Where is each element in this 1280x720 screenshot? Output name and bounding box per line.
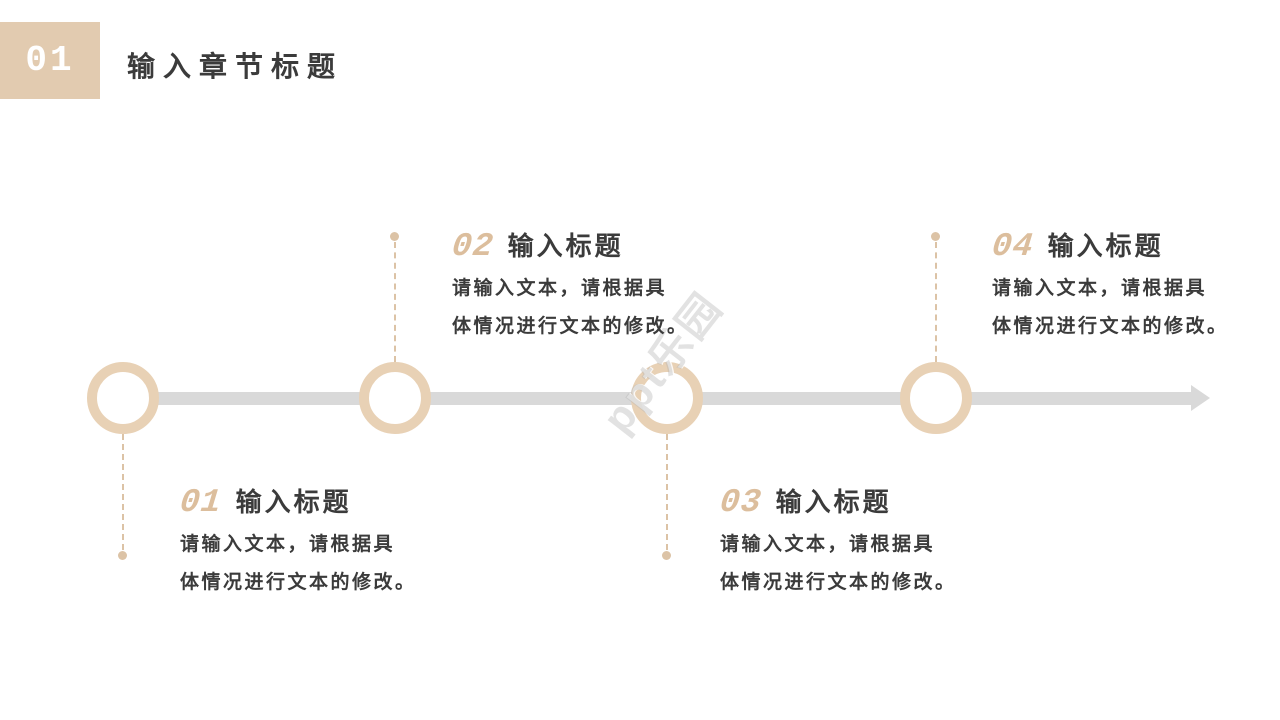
connector-dot-1 [118, 551, 127, 560]
connector-dashed-line-1 [122, 434, 124, 550]
item-body-line: 体情况进行文本的修改。 [452, 316, 689, 337]
item-body-line: 体情况进行文本的修改。 [180, 572, 417, 593]
timeline-node-circle-3 [631, 362, 703, 434]
item-body-line: 请输入文本，请根据具 [720, 534, 936, 555]
section-number-box: 01 [0, 22, 100, 99]
item-number: 03 [718, 484, 764, 521]
connector-dashed-line-3 [666, 434, 668, 550]
item-body-line: 请输入文本，请根据具 [992, 278, 1208, 299]
item-body-line: 请输入文本，请根据具 [180, 534, 396, 555]
connector-dot-2 [390, 232, 399, 241]
item-body: 请输入文本，请根据具 体情况进行文本的修改。 [180, 526, 417, 602]
item-body-line: 请输入文本，请根据具 [452, 278, 668, 299]
item-title: 输入标题 [1047, 231, 1164, 261]
timeline-item-01: 01 输入标题 请输入文本，请根据具 体情况进行文本的修改。 [178, 482, 417, 602]
connector-dashed-line-4 [935, 242, 937, 362]
item-heading: 04 输入标题 [990, 226, 1229, 265]
item-heading: 02 输入标题 [450, 226, 689, 265]
item-heading: 01 输入标题 [178, 482, 417, 521]
item-number: 04 [990, 228, 1036, 265]
connector-dot-4 [931, 232, 940, 241]
timeline-node-circle-1 [87, 362, 159, 434]
item-body-line: 体情况进行文本的修改。 [720, 572, 957, 593]
item-number: 01 [178, 484, 224, 521]
item-body: 请输入文本，请根据具 体情况进行文本的修改。 [992, 270, 1229, 346]
timeline-item-02: 02 输入标题 请输入文本，请根据具 体情况进行文本的修改。 [450, 226, 689, 346]
item-body-line: 体情况进行文本的修改。 [992, 316, 1229, 337]
arrow-right-icon [1191, 385, 1210, 411]
timeline-item-03: 03 输入标题 请输入文本，请根据具 体情况进行文本的修改。 [718, 482, 957, 602]
timeline-node-circle-2 [359, 362, 431, 434]
section-number: 01 [25, 40, 75, 81]
item-title: 输入标题 [507, 231, 624, 261]
page-title: 输入章节标题 [127, 51, 344, 82]
item-title: 输入标题 [775, 487, 892, 517]
item-number: 02 [450, 228, 496, 265]
connector-dashed-line-2 [394, 242, 396, 362]
item-title: 输入标题 [235, 487, 352, 517]
item-body: 请输入文本，请根据具 体情况进行文本的修改。 [720, 526, 957, 602]
item-body: 请输入文本，请根据具 体情况进行文本的修改。 [452, 270, 689, 346]
timeline-item-04: 04 输入标题 请输入文本，请根据具 体情况进行文本的修改。 [990, 226, 1229, 346]
timeline-node-circle-4 [900, 362, 972, 434]
connector-dot-3 [662, 551, 671, 560]
item-heading: 03 输入标题 [718, 482, 957, 521]
